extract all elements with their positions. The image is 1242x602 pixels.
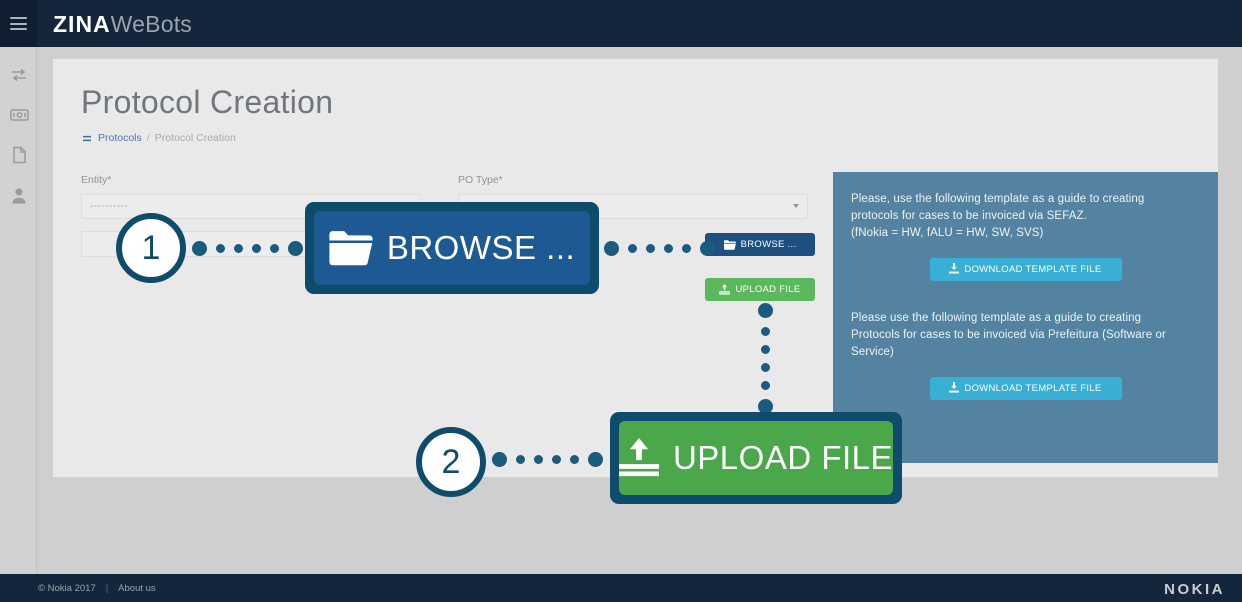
hamburger-icon[interactable] (10, 17, 27, 30)
breadcrumb-exchange-arrows-icon (82, 134, 93, 143)
info-block-1-line3: (fNokia = HW, fALU = HW, SW, SVS) (851, 227, 1044, 239)
info-block-1-text: Please, use the following template as a … (851, 191, 1200, 242)
browse-button-label: BROWSE ... (740, 239, 797, 250)
upload-file-button[interactable]: UPLOAD FILE (705, 278, 815, 301)
footer: © Nokia 2017 | About us NOKIA (0, 574, 1242, 602)
folder-open-icon (723, 239, 736, 250)
download-icon (949, 381, 960, 396)
download-icon (949, 262, 960, 277)
info-block-1-line1: Please, use the following template as a … (851, 193, 1145, 205)
connector-trail-step2-vertical (758, 303, 773, 414)
step-badge-1: 1 (116, 213, 186, 283)
callout-upload-file-inner[interactable]: UPLOAD FILE (618, 421, 894, 495)
info-block-2-line1: Please use the following template as a g… (851, 312, 1142, 324)
info-block-2-line3: Service) (851, 346, 894, 358)
step-badge-2-number: 2 (441, 443, 461, 481)
callout-browse-inner[interactable]: BROWSE ... (314, 211, 590, 285)
browse-button[interactable]: BROWSE ... (705, 233, 815, 256)
info-block-1: Please, use the following template as a … (851, 191, 1200, 281)
step-badge-1-number: 1 (141, 229, 161, 267)
breadcrumb: Protocols / Protocol Creation (82, 132, 236, 144)
sidebar-item-invoices[interactable] (9, 105, 29, 125)
step-badge-2: 2 (416, 427, 486, 497)
upload-icon (719, 284, 731, 295)
sidebar-item-user[interactable] (9, 185, 29, 205)
footer-separator: | (105, 583, 109, 594)
brand-secondary: WeBots (110, 11, 192, 37)
footer-left: © Nokia 2017 | About us (38, 583, 156, 594)
callout-browse[interactable]: BROWSE ... (305, 202, 599, 294)
folder-open-icon (329, 230, 373, 266)
info-block-2-text: Please use the following template as a g… (851, 310, 1200, 361)
breadcrumb-link-protocols[interactable]: Protocols (98, 132, 142, 144)
app-brand: ZINAWeBots (53, 11, 192, 38)
entity-label: Entity* (81, 174, 112, 186)
callout-browse-label: BROWSE ... (386, 229, 576, 266)
top-bar: ZINAWeBots (0, 0, 1242, 47)
upload-icon (618, 438, 659, 478)
breadcrumb-current: Protocol Creation (154, 132, 236, 144)
sidebar (0, 47, 37, 574)
connector-trail-step1-right (604, 241, 715, 256)
entity-select-value: ---------- (90, 201, 129, 212)
menu-button[interactable] (0, 0, 37, 47)
sidebar-item-documents[interactable] (9, 145, 29, 165)
connector-trail-step1-left (192, 241, 303, 256)
brand-primary: ZINA (53, 11, 111, 37)
download-template-file-button-2[interactable]: DOWNLOAD TEMPLATE FILE (929, 377, 1122, 400)
download-template-file-button-1[interactable]: DOWNLOAD TEMPLATE FILE (929, 258, 1122, 281)
nokia-logo: NOKIA (1164, 581, 1225, 598)
money-card-icon (9, 108, 29, 122)
download-template-file-label-2: DOWNLOAD TEMPLATE FILE (964, 383, 1102, 394)
document-icon (12, 146, 27, 164)
callout-upload-file-label: UPLOAD FILE (672, 439, 894, 476)
info-block-1-line2: protocols for cases to be invoiced via S… (851, 210, 1087, 222)
exchange-arrows-icon (10, 68, 28, 82)
breadcrumb-separator: / (146, 132, 150, 144)
user-icon (11, 187, 27, 204)
sidebar-item-protocols[interactable] (9, 65, 29, 85)
info-block-2-line2: Protocols for cases to be invoiced via P… (851, 329, 1166, 341)
upload-file-button-label: UPLOAD FILE (735, 284, 801, 295)
callout-upload-file[interactable]: UPLOAD FILE (610, 412, 902, 504)
footer-about-us-link[interactable]: About us (118, 583, 156, 594)
info-block-2: Please use the following template as a g… (851, 310, 1200, 400)
download-template-file-label-1: DOWNLOAD TEMPLATE FILE (964, 264, 1102, 275)
page-title: Protocol Creation (81, 84, 334, 120)
po-type-label: PO Type* (458, 174, 503, 186)
connector-trail-step2-left (492, 452, 603, 467)
footer-copyright: © Nokia 2017 (38, 583, 96, 594)
chevron-down-icon (793, 204, 799, 208)
content-card: Protocol Creation Protocols / Protocol C… (53, 59, 1218, 477)
